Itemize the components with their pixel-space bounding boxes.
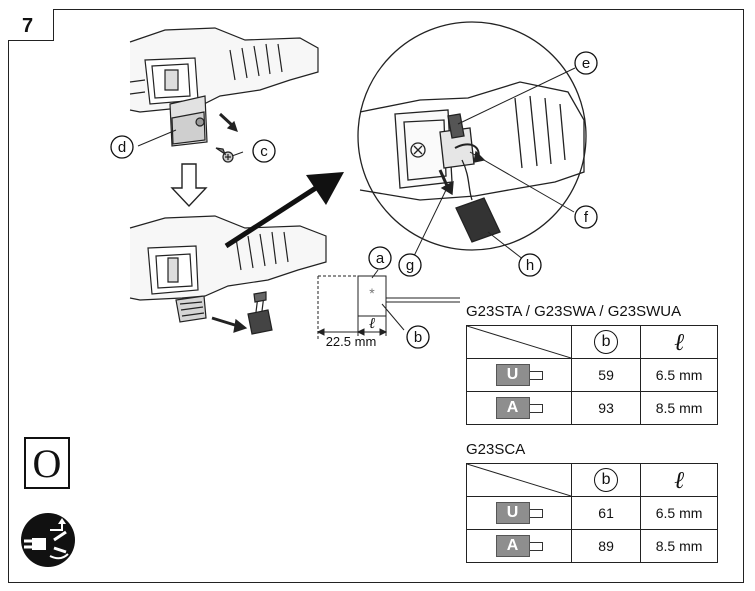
header-l: ℓ [640,325,718,359]
callout-a: a [376,250,385,267]
spec-table-2: b ℓ U 61 6.5 mm A 89 8.5 mm [466,463,718,563]
asterisk-mark: * [369,285,375,301]
models-label-2: G23SCA [466,441,526,458]
step-number: 7 [22,15,34,37]
leader-lines [137,67,576,261]
step-box: 7 [8,9,54,41]
dimension-width-label: 22.5 mm [326,334,377,349]
type-cell: A [466,529,572,563]
o-symbol-box: O [24,437,70,489]
callout-labels: d c e f g h a b [118,55,590,346]
b-value: 61 [570,496,642,530]
length-symbol: ℓ [369,314,375,332]
table-header-row: b ℓ [466,325,718,359]
brush-dimension-diagram [316,269,460,340]
models-label-1: G23STA / G23SWA / G23SWUA [466,303,682,320]
callout-h: h [526,257,534,274]
down-arrow [170,163,208,208]
b-value: 59 [570,358,642,392]
unplug-icon [21,513,75,567]
zoom-arrow [224,172,344,249]
table-header-row: b ℓ [466,463,718,497]
callout-g: g [406,257,414,274]
callout-f: f [584,209,589,226]
header-b: b [570,463,642,497]
header-b: b [570,325,642,359]
callout-e: e [582,55,590,72]
b-value: 93 [570,391,642,425]
table-row: U 59 6.5 mm [466,358,718,392]
tool-bottom-drawing [129,215,327,335]
tool-top-drawing [129,27,319,163]
header-l: ℓ [640,463,718,497]
table-row: A 89 8.5 mm [466,529,718,563]
spec-table-1: b ℓ U 59 6.5 mm A 93 8.5 mm [466,325,718,425]
diagonal-header-cell [466,463,572,497]
diagonal-header-cell [466,325,572,359]
figure-frame [8,9,744,583]
l-value: 6.5 mm [640,496,718,530]
l-value: 6.5 mm [640,358,718,392]
type-cell: U [466,496,572,530]
l-value: 8.5 mm [640,391,718,425]
callout-circles [110,51,598,349]
l-value: 8.5 mm [640,529,718,563]
b-value: 89 [570,529,642,563]
callout-b: b [414,329,422,346]
magnified-view [357,21,587,251]
callout-c: c [260,143,268,160]
callout-d: d [118,139,126,156]
type-cell: A [466,391,572,425]
type-cell: U [466,358,572,392]
table-row: A 93 8.5 mm [466,391,718,425]
table-row: U 61 6.5 mm [466,496,718,530]
